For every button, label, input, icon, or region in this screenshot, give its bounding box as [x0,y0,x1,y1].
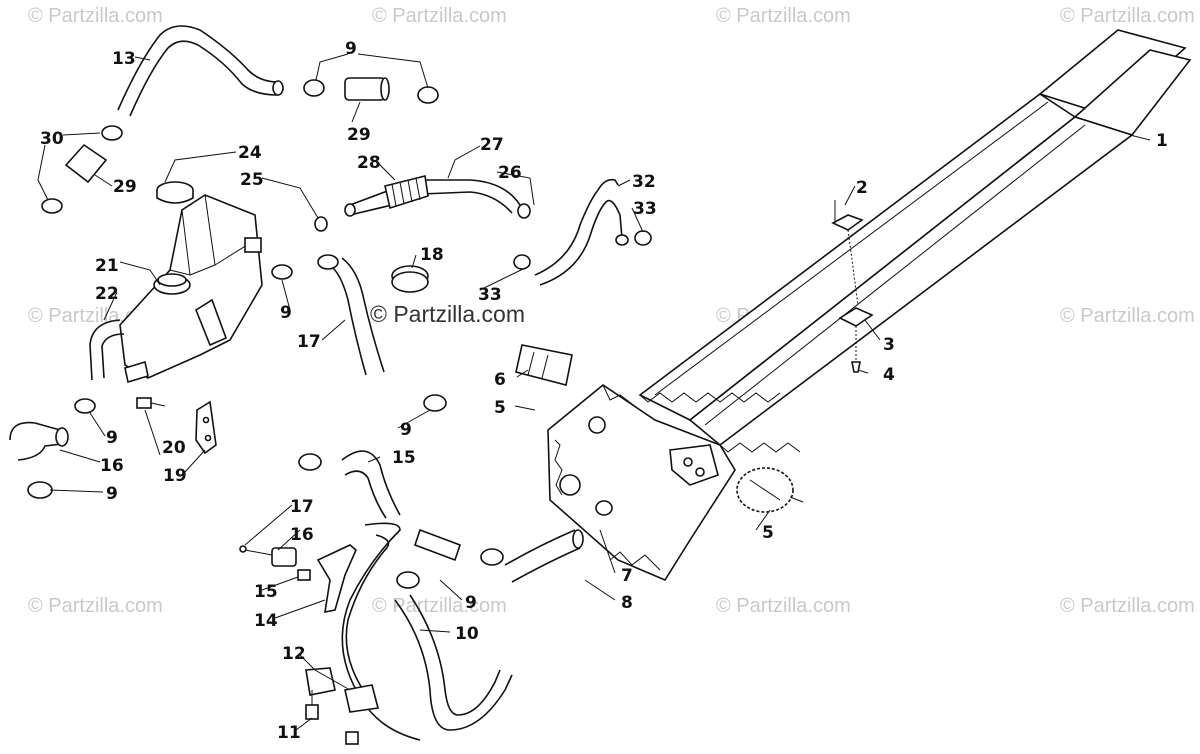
bracket-part-21 [195,400,217,455]
callout-label: 24 [238,143,262,163]
watermark-text: © Partzilla.com [1060,305,1195,327]
hose-part-8 [504,529,581,583]
callout-label: 18 [420,245,444,265]
callout-label: 8 [621,593,633,613]
callout-label: 5 [494,398,506,418]
callout-label: 9 [345,39,357,59]
callout-label: 14 [254,611,278,631]
callout-label: 29 [113,177,137,197]
watermark-layer: © Partzilla.com © Partzilla.com © Partzi… [28,5,1195,617]
callout-label: 9 [106,428,118,448]
watermark-text: © Partzilla.com [372,5,507,27]
callout-label: 9 [106,484,118,504]
callout-label: 33 [633,199,657,219]
watermark-text: © Partzilla.com [372,595,507,617]
front-heat-exchanger-plate [547,384,736,582]
callout-label: 7 [621,566,633,586]
callout-label: 2 [856,178,868,198]
watermark-text: © Partzilla.com [716,595,851,617]
callout-label: 26 [498,163,522,183]
callout-label: 6 [494,370,506,390]
hose-10-connector [413,528,462,562]
callout-label: 27 [480,135,504,155]
callout-label: 9 [280,303,292,323]
callout-label: 3 [883,335,895,355]
watermark-text: © Partzilla.com [1060,595,1195,617]
hose-32-end [615,234,629,246]
callout-label: 9 [465,593,477,613]
watermark-text: © Partzilla.com [1060,5,1195,27]
hose-part-10 [341,522,513,741]
hose-part-17 [341,450,401,519]
heat-shield-part-6 [515,344,573,386]
bracket-stack-parts-2-3-4 [831,200,874,373]
watermark-main-text: © Partzilla.com [370,301,525,327]
clips-part-12 [305,667,380,713]
hose-31-end [272,80,284,96]
tube-part-29-top [344,77,390,101]
callout-label: 25 [240,170,264,190]
callout-label: 11 [277,723,301,743]
callout-label: 5 [762,523,774,543]
hose-8-end [572,529,584,549]
callout-label: 29 [347,125,371,145]
callout-label: 15 [254,582,278,602]
callout-label: 1 [1156,131,1168,151]
watermark-text: © Partzilla.com [28,5,163,27]
hose-part-27-28 [344,175,521,217]
hose-part-31 [117,25,279,117]
callout-label: 12 [282,644,306,664]
callout-label: 28 [357,153,381,173]
plate-part-5-right [736,467,804,513]
bottle-nipple [124,360,149,384]
callout-label: 13 [112,49,136,69]
hose-part-32 [534,178,623,286]
callout-label: 16 [100,456,124,476]
heat-exchanger-assembly [638,29,1192,453]
hose-19-end [317,254,339,270]
callout-label: 22 [95,284,119,304]
cap-part-25 [156,181,194,204]
bolt-part-22 [136,397,166,409]
watermark-text: © Partzilla.com [716,5,851,27]
callout-label: 32 [632,172,656,192]
callout-label: 21 [95,256,119,276]
bracket-parts-13-16 [239,544,357,614]
callout-label: 33 [478,285,502,305]
coolant-bottle-part-23 [119,194,263,379]
callout-layer: 13 9 30 29 29 24 25 27 28 26 32 33 18 33… [40,39,1168,743]
callout-label: 30 [40,129,64,149]
hose-part-18 [9,421,63,461]
callout-label: 19 [163,466,187,486]
callout-label: 16 [290,525,314,545]
bolts-part-11 [305,690,359,745]
tube-part-29-left [64,143,108,184]
callout-label: 17 [297,332,321,352]
callout-label: 10 [455,624,479,644]
callout-label: 15 [392,448,416,468]
callout-label: 17 [290,497,314,517]
watermark-text: © Partzilla.com [28,595,163,617]
callout-label: 9 [400,420,412,440]
callout-label: 4 [883,365,895,385]
callout-label: 20 [162,438,186,458]
hose-part-24 [89,319,125,381]
hose-18-end [55,427,69,447]
leader-lines [37,53,1151,731]
